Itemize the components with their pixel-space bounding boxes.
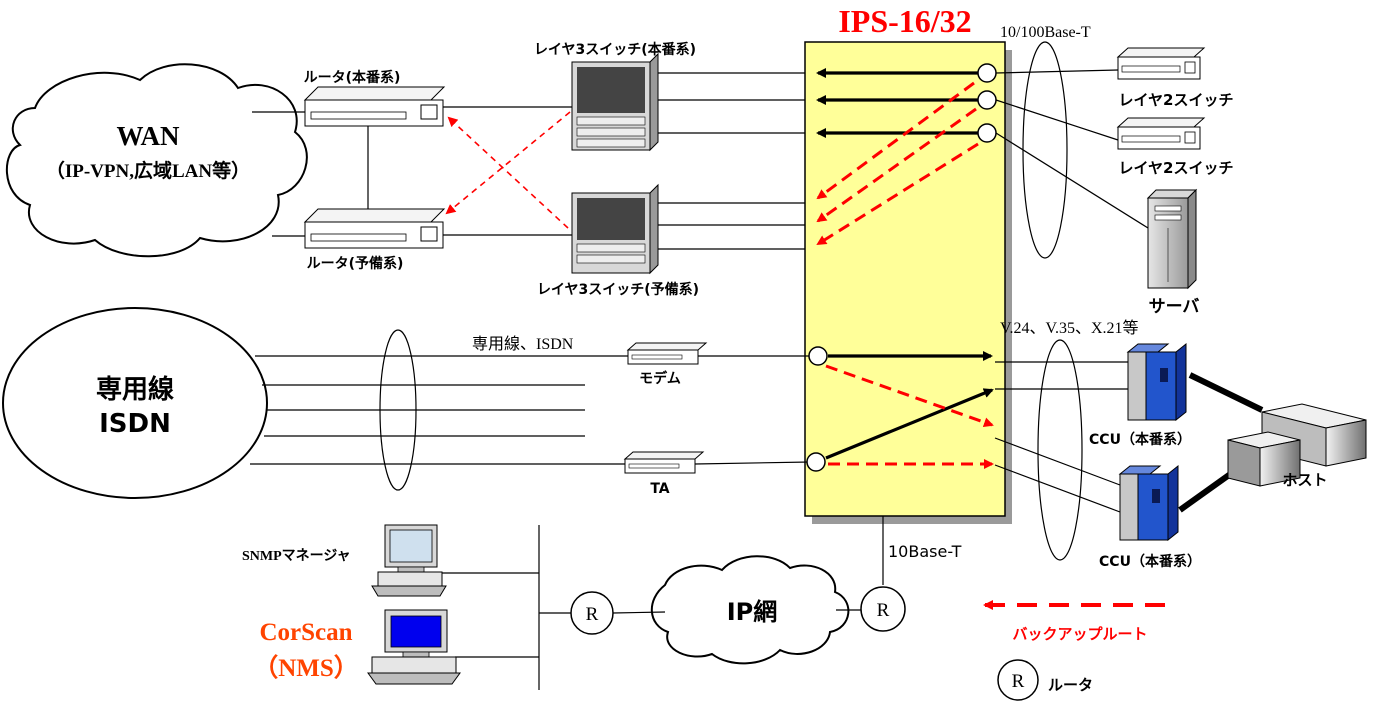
snmp-manager-pc: [371, 524, 447, 597]
l3-to-ips-links: [658, 72, 805, 250]
ta-to-ips-link: [694, 461, 811, 465]
leased-line-label: 専用線: [96, 374, 174, 405]
legend-router-symbol-text: R: [1012, 671, 1025, 692]
leased-lines: [250, 355, 628, 465]
ips-to-lan-links: [995, 69, 1149, 229]
router-main-device: [303, 86, 446, 127]
wan-cloud: [6, 63, 308, 258]
ip-links: [440, 525, 861, 690]
l2-switch-1-device: [1116, 47, 1206, 80]
ccu-main-1-label: CCU（本番系）: [1089, 431, 1191, 448]
l2-switch-2-device: [1116, 117, 1206, 150]
ips-box: [804, 41, 1012, 524]
ips-ports-top: [977, 63, 997, 143]
l3-switch-backup-label: レイヤ3スイッチ(予備系): [537, 281, 699, 298]
router-r-right: R: [860, 586, 906, 632]
l2-switch-2-label: レイヤ2スイッチ: [1119, 159, 1234, 177]
l3-switch-backup-device: [571, 183, 659, 275]
serial-standard-label: V.24、V.35、X.21等: [1000, 319, 1139, 337]
server-label: サーバ: [1149, 297, 1200, 317]
l3-switch-main-device: [571, 52, 659, 152]
wan-links: [252, 106, 572, 237]
ips-lower-arrows: [825, 351, 994, 460]
leased-isdn-label: 専用線、ISDN: [472, 335, 574, 353]
lan-bundle-ellipse: [1022, 41, 1068, 259]
eth-speed-label: 10/100Base-T: [1000, 24, 1091, 41]
ips-lower-backup-arrows: [825, 364, 994, 469]
ccu-main-2-device: [1118, 464, 1179, 542]
corscan-nms-pc: [367, 609, 461, 685]
host-label: ホスト: [1282, 471, 1327, 489]
host-device: [1227, 403, 1367, 487]
snmp-manager-label: SNMPマネージャ: [242, 548, 351, 564]
leased-isdn-ellipse: [2, 307, 268, 499]
ta-label: TA: [650, 481, 669, 497]
ccu-to-host-links: [1178, 372, 1264, 513]
modem-label: モデム: [639, 370, 681, 387]
l2-switch-1-label: レイヤ2スイッチ: [1119, 91, 1234, 109]
wan-sublabel: （IP-VPN,広域LAN等）: [46, 159, 250, 182]
ips-ports-bottom: [806, 346, 828, 472]
server-device: [1146, 188, 1198, 290]
router-backup-label: ルータ(予備系): [307, 255, 404, 272]
wan-label: WAN: [116, 121, 180, 151]
l3-switch-main-label: レイヤ3スイッチ(本番系): [534, 41, 696, 58]
isdn-label: ISDN: [99, 409, 171, 439]
nms-label: （NMS）: [253, 653, 359, 682]
corscan-label: CorScan: [259, 619, 352, 646]
legend-backup-route-label: バックアップルート: [1012, 625, 1147, 643]
ccu-main-1-device: [1126, 342, 1187, 422]
modem-device: [626, 342, 708, 365]
ip-network-cloud: [650, 555, 850, 665]
router-main-label: ルータ(本番系): [304, 69, 401, 86]
base-t-label: 10Base-T: [888, 542, 962, 561]
ccu-bundle-ellipse: [1037, 339, 1083, 561]
router-r-left-label: R: [586, 604, 599, 625]
ip-network-label: IP網: [727, 598, 778, 626]
router-backup-cross: [445, 111, 571, 229]
router-backup-device: [303, 208, 446, 249]
ips-upper-backup-arrows: [816, 81, 979, 246]
ta-device: [623, 451, 705, 474]
ips-to-ccu-links: [994, 361, 1128, 513]
legend-router-label: ルータ: [1048, 676, 1093, 694]
legend-router-symbol: R: [997, 659, 1039, 701]
router-r-right-label: R: [877, 600, 890, 621]
leased-bundle-ellipse: [379, 329, 417, 491]
ccu-main-2-label: CCU（本番系）: [1099, 553, 1201, 570]
router-r-left: R: [570, 591, 614, 635]
ips-title: IPS-16/32: [838, 3, 971, 39]
